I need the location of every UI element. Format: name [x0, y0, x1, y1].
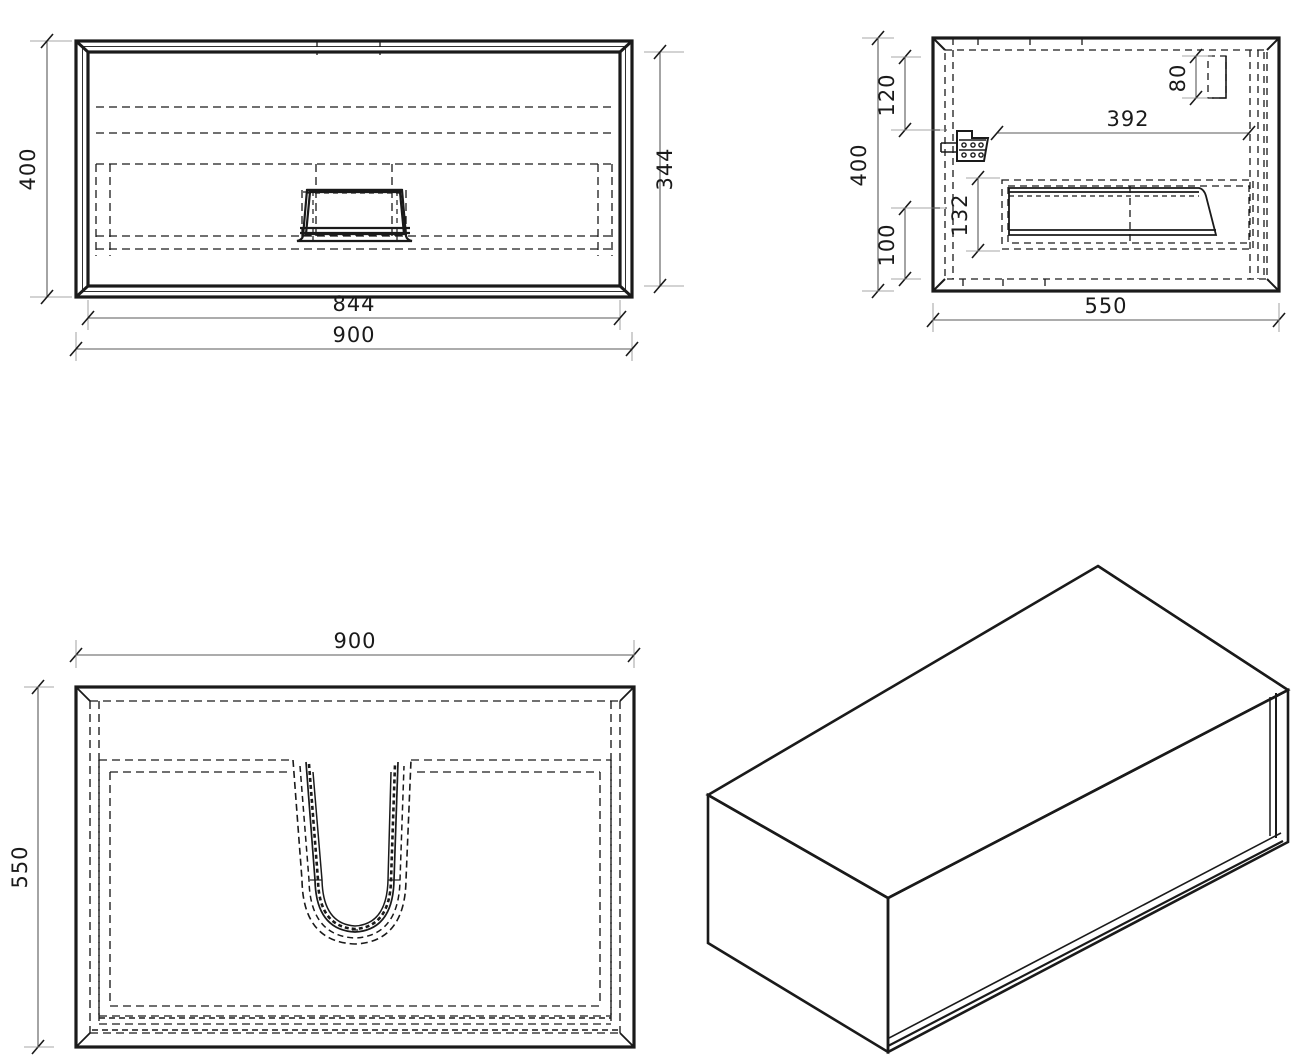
dimension-label-plan-depth: 550: [8, 845, 32, 888]
dimension-side-rail-80: 80: [1166, 48, 1212, 106]
dimension-label-side-height: 400: [847, 143, 871, 186]
side-drawer-assembly: [1001, 179, 1254, 250]
plan-outer-frame: [74, 685, 636, 1049]
dimension-label-side-runner: 392: [1106, 107, 1149, 131]
dimension-label-plan-width: 900: [333, 629, 376, 653]
iso-recess-band-2: [888, 832, 1282, 1039]
front-elevation-view: 400 344 844 900: [16, 33, 684, 361]
dimension-label-side-upper: 120: [875, 73, 899, 116]
dimension-front-inner-width-844: 844: [81, 292, 627, 330]
dimension-label-side-depth: 550: [1084, 294, 1127, 318]
iso-top-rear-edge: [1097, 564, 1289, 692]
dimension-side-lower-100: 100: [875, 200, 947, 287]
front-outer-frame: [74, 39, 634, 299]
iso-right-face: [886, 687, 1290, 1055]
plan-hidden-lines: [89, 700, 621, 1034]
dimension-side-runner-392: 392: [990, 107, 1256, 141]
dimension-front-overall-width-900: 900: [69, 323, 639, 361]
plan-bottom-band: [92, 1017, 618, 1031]
dimension-side-height-400: 400: [847, 30, 894, 299]
dimension-side-drawer-132: 132: [948, 170, 1000, 259]
dimension-side-depth-550: 550: [926, 294, 1286, 332]
plan-view: 900 550: [8, 629, 641, 1055]
front-pedestal-profile: [296, 188, 413, 243]
dimension-plan-depth-550: 550: [8, 679, 54, 1055]
dimension-plan-width-900: 900: [69, 629, 641, 668]
plan-u-cutout: [292, 759, 412, 945]
front-pedestal-hidden: [306, 191, 404, 240]
iso-left-face: [706, 792, 890, 1055]
front-top-joint-marks: [316, 41, 381, 55]
dimension-label-front-inner-height: 344: [653, 147, 677, 190]
iso-recess-band: [887, 840, 1284, 1047]
side-outer-frame: [931, 36, 1281, 293]
dimension-label-side-drawer: 132: [948, 193, 972, 236]
hinge-bracket-icon: [940, 130, 990, 162]
dimension-label-front-overall-width: 900: [332, 323, 375, 347]
dimension-side-upper-120: 120: [875, 49, 947, 138]
dimension-label-front-height: 400: [16, 147, 40, 190]
dimension-label-front-inner-width: 844: [332, 292, 375, 316]
dimension-front-inner-height-344: 344: [644, 44, 684, 294]
dimension-front-height-400: 400: [16, 33, 72, 305]
iso-top-face: [705, 564, 1291, 900]
dimension-label-side-lower: 100: [875, 223, 899, 266]
side-hidden-lines: [933, 38, 1268, 291]
dimension-label-side-rail: 80: [1166, 64, 1190, 93]
plan-inner-outline: [98, 759, 612, 1017]
side-drawer-profile: [1008, 187, 1218, 236]
side-section-view: 400 120 100 80: [847, 30, 1286, 332]
isometric-view: [705, 564, 1291, 1055]
side-top-rail-pocket: [1208, 56, 1227, 99]
